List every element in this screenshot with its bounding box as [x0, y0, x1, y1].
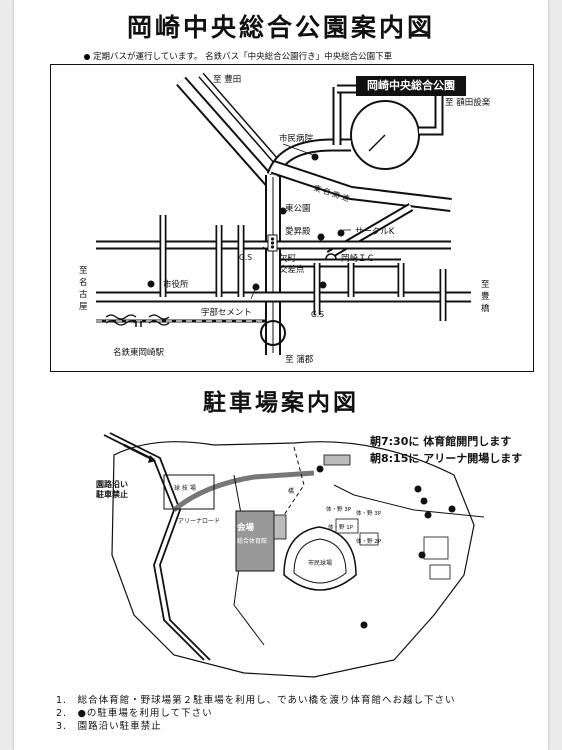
to-toyohashi-label-1: 至 [481, 280, 490, 290]
gs-label-2: G.S [311, 310, 324, 319]
parking-marker-2 [414, 485, 422, 493]
venue-sub-label: 総合体育館 [237, 537, 267, 545]
to-nagoya-label-3: 古 [79, 289, 88, 300]
callout-line-2: 駐車禁止 [96, 490, 128, 499]
bus-note: 定期バスが運行しています。 名鉄バス「中央総合公園行き」中央総合公園下車 [84, 50, 392, 62]
okazaki-ic-label: 岡崎ＩＣ [341, 253, 375, 264]
area-map: 東 名 高 速 [50, 64, 534, 372]
park-pointer [368, 134, 386, 152]
parking-lot-3 [423, 536, 449, 560]
parking-title: 駐車場案内図 [203, 390, 359, 416]
bus-stop-gs [319, 281, 327, 289]
to-nukata-label: 至 額田設楽 [445, 97, 491, 108]
arena-road-label: アリーナロード [178, 518, 220, 525]
station-label: 名鉄東岡崎駅 [113, 347, 165, 358]
footer-notes: 1. 総合体育館・野球場第２駐車場を利用し、であい橋を渡り体育館へお越し下さい … [56, 694, 455, 733]
no-parking-callout: 園路沿い 駐車禁止 [92, 480, 132, 500]
arena-road [172, 470, 315, 512]
arrow-icon [148, 455, 156, 463]
stadium-inner [293, 538, 347, 584]
bus-note-text: 定期バスが運行しています。 名鉄バス「中央総合公園行き」中央総合公園下車 [93, 52, 393, 62]
parking-lot-label-3: 体・野 3P [356, 509, 382, 517]
parking-map: 会場 総合体育館 アリーナロード 球 技 場 市民球場 体・野 1P 体・野 2… [94, 415, 534, 690]
to-nagoya-label-1: 至 [79, 266, 88, 276]
guide-sheet: 岡崎中央総合公園案内図 定期バスが運行しています。 名鉄バス「中央総合公園行き」… [14, 0, 548, 750]
aishoden-label: 愛昇殿 [285, 226, 311, 237]
to-nagoya-label-4: 屋 [79, 302, 88, 312]
bus-stop-cityhall [147, 280, 155, 288]
bus-stop-hospital [311, 153, 319, 161]
parking-lot-label-1: 体・野 1P [328, 523, 354, 531]
footer-item-2: 2. ●の駐車場を利用して下さい [56, 708, 213, 719]
parking-marker-1 [316, 465, 324, 473]
baseball-label: 球 技 場 [174, 484, 196, 492]
parking-lot-2 [359, 532, 379, 546]
walk-path [283, 446, 305, 516]
to-nagoya-label-2: 名 [79, 277, 88, 288]
stadium-label: 市民球場 [308, 559, 332, 567]
parking-marker-4 [424, 511, 432, 519]
footer-item-1: 1. 総合体育館・野球場第２駐車場を利用し、であい橋を渡り体育館へお越し下さい [56, 695, 456, 706]
parking-marker-3 [420, 497, 428, 505]
parking-marker-7 [360, 621, 368, 629]
bullet-dot [84, 53, 90, 60]
kakemachi-label: 欠町 [279, 253, 297, 264]
area-map-drawing: 東 名 高 速 [79, 72, 491, 365]
gym-open-note: 朝7:30に 体育館開門します [370, 435, 512, 448]
gs-label-1: G.S [239, 253, 252, 262]
parking-marker-6 [448, 505, 456, 513]
bridge-label: 橋 [288, 487, 294, 495]
river-icon [105, 314, 137, 320]
cement-label: 宇部セメント [201, 307, 252, 318]
south-loop [260, 320, 286, 346]
to-gamagori-label: 至 蒲郡 [285, 354, 314, 365]
kakemachi-crossing-label: 交差点 [279, 264, 305, 275]
park-label: 岡崎中央総合公園 [356, 76, 466, 96]
arena-open-note: 朝8:15に アリーナ開場します [370, 452, 523, 465]
venue-building [235, 510, 275, 572]
callout-line-1: 園路沿い [96, 480, 128, 489]
bus-stop-aishoden [317, 233, 325, 241]
road-west [103, 434, 205, 661]
parking-lot-label-2: 体・野 2P [356, 537, 382, 545]
to-toyota-label: 至 豊田 [213, 74, 241, 85]
hospital-label: 市民病院 [279, 133, 314, 144]
parking-map-drawing: 会場 総合体育館 アリーナロード 球 技 場 市民球場 体・野 1P 体・野 2… [103, 432, 485, 678]
ballfield-area [163, 474, 215, 510]
main-title: 岡崎中央総合公園案内図 [126, 13, 435, 42]
parking-lot-1 [335, 518, 359, 534]
to-toyohashi-label-2: 豊 [481, 291, 490, 302]
higashi-park-label: 東公園 [285, 203, 311, 214]
bus-stop-higashi [279, 207, 287, 215]
circle-k-label: サークルK [355, 227, 395, 237]
parking-marker-5 [418, 551, 426, 559]
stadium-outline [283, 526, 357, 591]
footer-item-3: 3. 園路沿い駐車禁止 [56, 721, 162, 732]
parking-lot-label-4: 体・野 3P [326, 505, 352, 513]
to-toyohashi-label-3: 橋 [481, 303, 490, 314]
internal-road-2 [333, 484, 485, 518]
parking-gate [323, 454, 351, 466]
venue-label: 会場 [236, 522, 255, 533]
parking-lot-4 [429, 564, 451, 580]
bus-stop-circlek [337, 229, 345, 237]
park-boundary [111, 441, 475, 678]
city-hall-label: 市役所 [163, 279, 189, 290]
